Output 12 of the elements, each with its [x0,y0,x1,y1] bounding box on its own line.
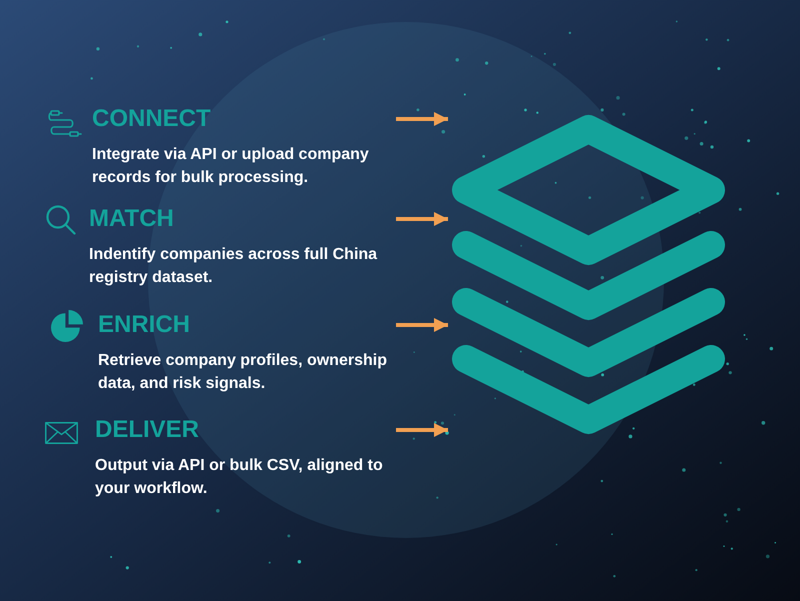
step-heading: DELIVER [95,415,200,445]
step-description: Retrieve company profiles, ownership data, and risk signals. [98,351,388,394]
arrow [396,318,448,332]
step-description: Indentify companies across full China registry dataset. [89,245,378,288]
arrow [396,423,448,437]
arrow [396,112,448,126]
step-heading: MATCH [89,204,174,234]
step-heading: CONNECT [92,104,211,134]
step-heading: ENRICH [98,310,190,340]
step-description: Output via API or bulk CSV, aligned to your workflow. [95,456,384,499]
step-description: Integrate via API or upload company records for bulk processing. [92,145,370,188]
arrow [396,212,448,226]
